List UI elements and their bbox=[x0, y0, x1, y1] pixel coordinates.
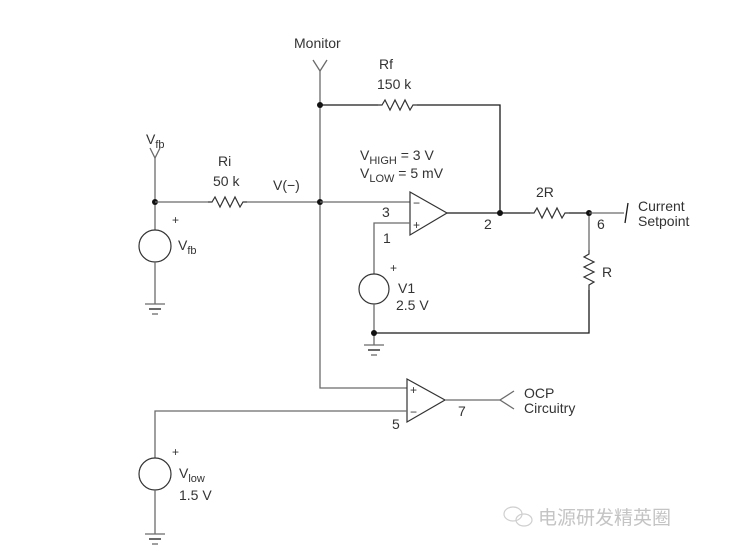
vlow-source: + Vlow 1.5 V bbox=[138, 410, 407, 545]
upper-op-amp: − + VHIGH = 3 V VLOW = 5 mV 3 1 2 bbox=[320, 147, 530, 246]
ocp-label-1: OCP bbox=[524, 385, 554, 401]
rf-name-label: Rf bbox=[379, 56, 393, 72]
lower-op-amp: + − 7 5 OCP Circuitry bbox=[392, 377, 575, 432]
vfb-voltage-source-icon bbox=[138, 229, 172, 263]
vfb-plus-sign: + bbox=[172, 213, 179, 227]
vlow-value-label: 1.5 V bbox=[179, 487, 212, 503]
rf-value-label: 150 k bbox=[377, 76, 412, 92]
ri-name-label: Ri bbox=[218, 153, 231, 169]
pin-2-label: 2 bbox=[484, 216, 492, 232]
watermark-text: 电源研发精英圈 bbox=[538, 507, 671, 529]
resistor-zigzag-icon bbox=[530, 206, 569, 220]
ri-value-label: 50 k bbox=[213, 173, 240, 189]
watermark: 电源研发精英圈 bbox=[503, 506, 671, 529]
ground-icon bbox=[145, 303, 165, 315]
divider-resistors: 2R R 6 Current Setpoint bbox=[530, 184, 689, 290]
vlow-name-label: Vlow bbox=[179, 465, 205, 485]
vfb-probe-arrow-icon bbox=[149, 147, 161, 160]
ground-icon bbox=[364, 344, 384, 356]
resistor-zigzag-icon bbox=[582, 250, 596, 290]
v1-reference-source: + V1 2.5 V bbox=[358, 222, 590, 356]
vhigh-label: VHIGH = 3 V bbox=[360, 147, 434, 167]
ground-node-dot bbox=[371, 330, 377, 336]
resistor-zigzag-icon bbox=[378, 98, 417, 112]
ocp-terminal-arrow-icon bbox=[498, 390, 515, 410]
pin-5-label: 5 bbox=[392, 416, 400, 432]
pin-3-label: 3 bbox=[382, 204, 390, 220]
wechat-logo-icon bbox=[503, 506, 533, 527]
op-amp-triangle-icon bbox=[409, 190, 449, 237]
v1-name-label: V1 bbox=[398, 280, 415, 296]
ri-resistor: Ri 50 k V(−) bbox=[155, 153, 320, 209]
monitor-probe-arrow-icon bbox=[312, 59, 328, 73]
vlow-label: VLOW = 5 mV bbox=[360, 165, 444, 185]
ocp-label-2: Circuitry bbox=[524, 400, 575, 416]
pin-6-label: 6 bbox=[597, 216, 605, 232]
vfb-input-branch: Vfb + Vfb bbox=[138, 131, 197, 315]
monitor-wire bbox=[319, 71, 407, 389]
rf-resistor: Rf 150 k bbox=[320, 56, 501, 213]
current-setpoint-label-1: Current bbox=[638, 198, 685, 214]
inverting-input-sign: − bbox=[413, 196, 420, 210]
net-terminal-icon bbox=[624, 202, 629, 224]
monitor-bus: Monitor bbox=[294, 35, 407, 389]
monitor-label: Monitor bbox=[294, 35, 341, 51]
vfb-probe-label: Vfb bbox=[146, 131, 165, 151]
output-node-dot bbox=[497, 210, 503, 216]
op-amp-triangle-icon bbox=[406, 377, 447, 424]
v1-voltage-source-icon bbox=[358, 273, 390, 305]
pin-1-label: 1 bbox=[383, 230, 391, 246]
vfb-source-label: Vfb bbox=[178, 237, 197, 257]
ground-icon bbox=[145, 533, 165, 545]
noninverting-input-sign: + bbox=[410, 383, 417, 397]
vlow-voltage-source-icon bbox=[138, 457, 172, 491]
r2-name-label: 2R bbox=[536, 184, 554, 200]
v1-plus-sign: + bbox=[390, 261, 397, 275]
r-name-label: R bbox=[602, 264, 612, 280]
vlow-plus-sign: + bbox=[172, 445, 179, 459]
resistor-zigzag-icon bbox=[208, 195, 247, 209]
vminus-node-label: V(−) bbox=[273, 177, 300, 193]
noninverting-input-sign: + bbox=[413, 218, 420, 232]
v1-value-label: 2.5 V bbox=[396, 297, 429, 313]
pin-7-label: 7 bbox=[458, 403, 466, 419]
inverting-input-sign: − bbox=[410, 405, 417, 419]
current-setpoint-label-2: Setpoint bbox=[638, 213, 689, 229]
